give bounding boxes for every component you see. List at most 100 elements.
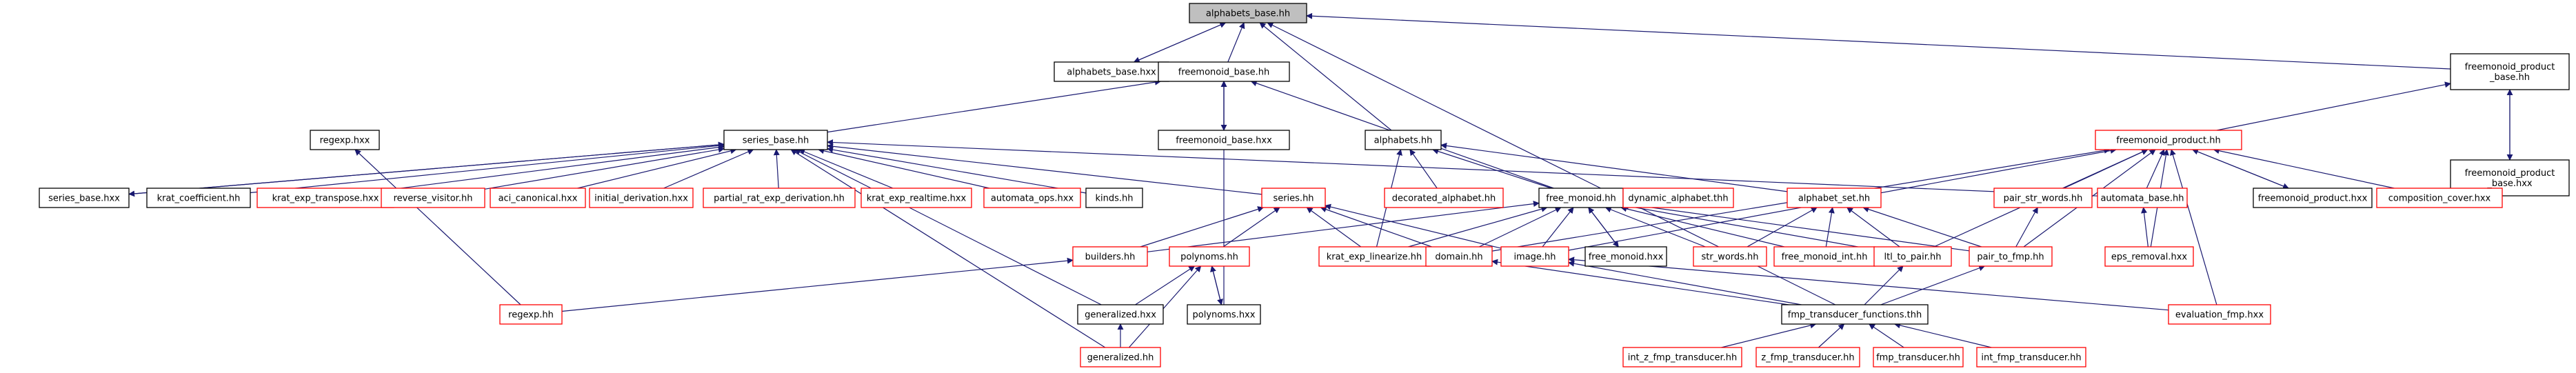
node-label: freemonoid_product <box>2465 168 2555 179</box>
edge-tl_to_pair_hh-to-alphabet_set_hh <box>1847 207 1900 248</box>
node-box <box>146 188 251 208</box>
node-automata-base-hh[interactable]: automata_base.hh <box>2097 188 2188 208</box>
node-regexp-hh[interactable]: regexp.hh <box>499 304 563 325</box>
node-dynamic-alphabet-hh[interactable]: dynamic_alphabet.thh <box>1622 188 1734 208</box>
edge-eps_removal_hxx-to-automata_base_hh <box>2141 207 2149 248</box>
node-box <box>1976 347 2086 367</box>
node-series-base-hxx[interactable]: series_base.hxx <box>39 188 130 208</box>
node-z-fmp-transducer-hh[interactable]: z_fmp_transducer.hh <box>1755 347 1860 367</box>
node-krat-exp-linearize-hh[interactable]: krat_exp_linearize.hh <box>1318 246 1430 267</box>
node-freemonoid-product-hxx[interactable]: freemonoid_product.hxx <box>2253 188 2373 208</box>
node-freemonoid-product-base-hh[interactable]: freemonoid_product_base.hh <box>2450 53 2570 90</box>
edge-domain_hh-to-free_monoid_hh <box>1478 207 1562 248</box>
edge-evaluation_fmp_hxx-to-freemonoid_product_hh <box>2170 149 2217 305</box>
edge-builders_hh-to-series_hh <box>1140 206 1265 248</box>
edge-image_hh-to-series_hh <box>1325 203 1502 249</box>
node-free-monoid-hxx[interactable]: free_monoid.hxx <box>1584 246 1667 267</box>
node-box <box>2104 246 2194 267</box>
node-label: partial_rat_exp_derivation.hh <box>714 194 845 204</box>
edge-image_hh-to-free_monoid_hh <box>1542 207 1574 248</box>
node-label: eps_removal.hxx <box>2111 252 2188 263</box>
node-domain-hh[interactable]: domain.hh <box>1425 246 1493 267</box>
edge-pair_to_fmp_hh-to-pair_str_words_hh <box>2015 207 2038 248</box>
node-str-words-hh[interactable]: str_words.hh <box>1693 246 1767 267</box>
node-label: krat_exp_realtime.hxx <box>867 194 967 204</box>
node-label: decorated_alphabet.hh <box>1392 194 1496 204</box>
node-polynoms-hxx[interactable]: polynoms.hxx <box>1187 304 1261 325</box>
node-free-monoid-int-hh[interactable]: free_monoid_int.hh <box>1773 246 1875 267</box>
node-alphabets-base-hxx[interactable]: alphabets_base.hxx <box>1054 61 1169 82</box>
node-label: freemonoid_product.hh <box>2116 136 2220 146</box>
node-alphabets-hh[interactable]: alphabets.hh <box>1365 130 1442 150</box>
node-image-hh[interactable]: image.hh <box>1500 246 1569 267</box>
node-series-hh[interactable]: series.hh <box>1261 188 1326 208</box>
node-label: automata_base.hh <box>2100 194 2184 204</box>
edge-free_monoid_int_hh-to-free_monoid_hh <box>1620 205 1785 248</box>
node-label: str_words.hh <box>1701 252 1758 263</box>
node-pair-to-fmp-hh[interactable]: pair_to_fmp.hh <box>1969 246 2053 267</box>
node-alphabet-set-hh[interactable]: alphabet_set.hh <box>1787 188 1882 208</box>
node-label: composition_cover.hxx <box>2388 194 2491 204</box>
node-automata-ops-hxx[interactable]: automata_ops.hxx <box>983 188 1081 208</box>
node-label: freemonoid_product.hxx <box>2258 194 2368 204</box>
node-tl-to-pair-hh[interactable]: ltl_to_pair.hh <box>1873 246 1952 267</box>
node-kinds-hh[interactable]: kinds.hh <box>1085 188 1143 208</box>
node-initial-derivation-hxx[interactable]: initial_derivation.hxx <box>589 188 694 208</box>
node-decorated-alphabet-hh[interactable]: decorated_alphabet.hh <box>1384 188 1504 208</box>
edge-generalized_hh-to-polynoms_hh <box>1128 265 1202 348</box>
node-fmp-transducer-functions-thh[interactable]: fmp_transducer_functions.thh <box>1781 304 1929 325</box>
node-eps-removal-hxx[interactable]: eps_removal.hxx <box>2104 246 2194 267</box>
node-label: _base.hh <box>2489 72 2530 83</box>
node-label: z_fmp_transducer.hh <box>1761 353 1854 363</box>
node-box <box>1781 304 1929 325</box>
node-krat-exp-transpose-hxx[interactable]: krat_exp_transpose.hxx <box>256 188 394 208</box>
edge-int_fmp_transducer_hh-to-fmp_transducer_functions_thh <box>1893 322 1992 348</box>
node-label: automata_ops.hxx <box>991 194 1074 204</box>
node-freemonoid-base-hh[interactable]: freemonoid_base.hh <box>1158 61 1290 82</box>
node-box <box>1873 347 1964 367</box>
edge-int_z_fmp_transducer_hh-to-fmp_transducer_functions_thh <box>1721 322 1817 348</box>
node-regexp-hxx[interactable]: regexp.hxx <box>310 130 380 150</box>
edge-freemonoid_product_base_hh-to-alphabets_base_hh <box>1306 12 2451 70</box>
node-box <box>1187 304 1261 325</box>
node-int-z-fmp-transducer-hh[interactable]: int_z_fmp_transducer.hh <box>1622 347 1742 367</box>
node-free-monoid-hh[interactable]: free_monoid.hh <box>1538 188 1624 208</box>
node-series-base-hh[interactable]: series_base.hh <box>723 130 828 150</box>
node-pair-str-words-hh[interactable]: pair_str_words.hh <box>1993 188 2093 208</box>
node-polynoms-hh[interactable]: polynoms.hh <box>1169 246 1250 267</box>
node-composition-cover-hxx[interactable]: composition_cover.hxx <box>2376 188 2503 208</box>
node-fmp-transducer-hh[interactable]: fmp_transducer.hh <box>1873 347 1964 367</box>
node-krat-exp-realtime-hxx[interactable]: krat_exp_realtime.hxx <box>861 188 972 208</box>
edge-str_words_hh-to-alphabet_set_hh <box>1747 207 1818 248</box>
edge-str_words_hh-to-free_monoid_hh <box>1604 206 1706 248</box>
edge-evaluation_fmp_hxx-to-image_hh <box>1568 256 2169 311</box>
node-freemonoid-base-hxx[interactable]: freemonoid_base.hxx <box>1158 130 1290 150</box>
node-alphabets-base-hh[interactable]: alphabets_base.hh <box>1189 3 1307 23</box>
node-label: pair_to_fmp.hh <box>1977 252 2044 263</box>
node-reverse-visitor-hh[interactable]: reverse_visitor.hh <box>381 188 485 208</box>
node-generalized-hh[interactable]: generalized.hh <box>1080 347 1161 367</box>
node-partial-rat-exp-derivation-hh[interactable]: partial_rat_exp_derivation.hh <box>703 188 856 208</box>
edge-fmp_transducer_functions_thh-to-pair_to_fmp_hh <box>1880 265 1986 305</box>
node-label: series_base.hh <box>743 136 809 146</box>
node-label: krat_exp_linearize.hh <box>1327 252 1422 263</box>
node-builders-hh[interactable]: builders.hh <box>1072 246 1148 267</box>
node-krat-coefficient-hh[interactable]: krat_coefficient.hh <box>146 188 251 208</box>
node-label: freemonoid_product <box>2465 62 2555 72</box>
edge-series_base_hh-to-series_base_hxx <box>128 143 725 197</box>
node-generalized-hxx[interactable]: generalized.hxx <box>1077 304 1164 325</box>
node-aci-canonical-hxx[interactable]: aci_canonical.hxx <box>490 188 586 208</box>
node-int-fmp-transducer-hh[interactable]: int_fmp_transducer.hh <box>1976 347 2086 367</box>
node-label: freemonoid_base.hh <box>1178 68 1269 78</box>
node-box <box>1189 3 1307 23</box>
node-label: free_monoid_int.hh <box>1782 252 1868 263</box>
node-evaluation-fmp-hxx[interactable]: evaluation_fmp.hxx <box>2168 304 2271 325</box>
edge-partial_rat_exp_derivation_hh-to-series_base_hh <box>773 149 780 189</box>
edge-krat_exp_realtime_hxx-to-series_base_hh <box>798 148 894 189</box>
node-label: domain.hh <box>1435 252 1482 263</box>
node-label: kinds.hh <box>1095 194 1133 204</box>
node-box <box>2253 188 2373 208</box>
node-label: alphabet_set.hh <box>1798 194 1870 204</box>
node-freemonoid-product-hh[interactable]: freemonoid_product.hh <box>2095 130 2242 150</box>
node-freemonoid-product-base-hxx[interactable]: freemonoid_product_base.hxx <box>2450 159 2570 196</box>
